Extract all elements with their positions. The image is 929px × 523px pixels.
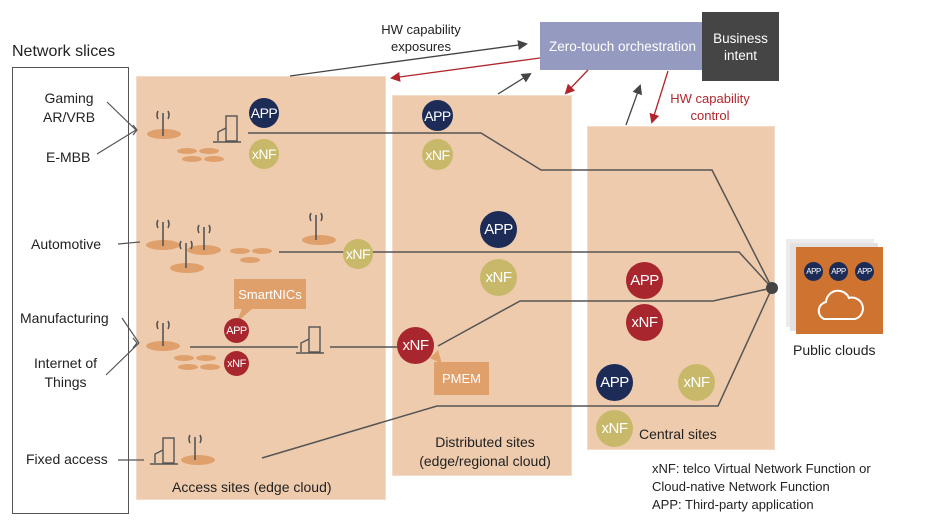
network-slices-title: Network slices (12, 43, 116, 60)
connector-iot (105, 342, 140, 376)
slice-manufacturing: Manufacturing (20, 310, 109, 326)
path-embb (248, 132, 773, 289)
xnf-badge: xNF (480, 259, 517, 296)
slice-fixed-access: Fixed access (26, 451, 108, 467)
cell-tower-icon (309, 212, 323, 240)
building-icon (150, 437, 178, 465)
xnf-badge: xNF (343, 239, 373, 269)
app-badge-accelerated: APP (626, 262, 663, 299)
app-badge-accelerated: APP (224, 318, 249, 343)
legend: xNF: telco Virtual Network Function or C… (652, 460, 871, 514)
aggregation-node (766, 282, 778, 294)
app-badge: APP (422, 100, 453, 131)
zero-touch-orchestration: Zero-touch orchestration (540, 22, 705, 70)
control-arrow-access (390, 57, 541, 82)
distributed-sites-label: Distributed sites (edge/regional cloud) (419, 434, 551, 469)
slice-automotive: Automotive (31, 236, 102, 252)
xnf-badge-accelerated: xNF (397, 327, 434, 364)
slice-gaming-arvrb: Gaming AR/VRB (43, 90, 96, 125)
connector-automotive (117, 241, 141, 245)
app-badge: APP (480, 211, 517, 248)
business-intent: Business intent (702, 12, 779, 81)
connector-manufacturing (121, 317, 140, 344)
central-sites-label: Central sites (639, 426, 717, 442)
app-badge: APP (855, 262, 874, 281)
app-badge: APP (804, 262, 823, 281)
control-arrow-central (649, 70, 669, 124)
building-icon (213, 115, 241, 143)
cell-tower-icon (179, 240, 193, 268)
network-slices-box (12, 67, 129, 514)
control-arrow-distributed (564, 69, 589, 95)
app-badge: APP (249, 98, 279, 128)
path-pmem (437, 287, 773, 347)
app-badge: APP (829, 262, 848, 281)
cell-tower-icon (156, 320, 170, 346)
path-automotive (279, 251, 773, 289)
pmem-tag: PMEM (434, 362, 489, 395)
path-fixed (261, 287, 773, 459)
exposure-arrow-access (289, 40, 528, 77)
public-cloud-card: APP APP APP (796, 247, 883, 334)
xnf-badge: xNF (249, 139, 279, 169)
xnf-badge: xNF (596, 410, 633, 447)
connector-embb (96, 129, 137, 155)
exposure-arrow-distributed (497, 72, 532, 95)
legend-app: APP: Third-party application (652, 497, 814, 512)
slice-iot: Internet of Things (34, 355, 98, 390)
cell-tower-icon (197, 224, 211, 250)
cell-tower-icon (156, 110, 170, 136)
building-icon (296, 326, 324, 354)
smartnics-tag: SmartNICs (234, 279, 306, 309)
access-sites-label: Access sites (edge cloud) (172, 479, 332, 495)
xnf-badge: xNF (422, 139, 453, 170)
connector-gaming (106, 101, 137, 131)
legend-xnf-line1: xNF: telco Virtual Network Function or (652, 461, 871, 476)
xnf-badge-accelerated: xNF (626, 304, 663, 341)
hw-capability-exposures-label: HW capability exposures (381, 22, 461, 54)
cloud-icon (817, 289, 864, 320)
slice-embb: E-MBB (46, 149, 91, 165)
xnf-badge: xNF (678, 364, 715, 401)
public-clouds-label: Public clouds (793, 342, 876, 358)
cell-tower-icon (156, 219, 170, 246)
exposure-arrow-central (625, 84, 643, 126)
cell-tower-icon (188, 434, 202, 460)
cell-tower-icons (156, 110, 323, 460)
app-badge: APP (596, 364, 633, 401)
xnf-badge-accelerated: xNF (224, 351, 249, 376)
hw-capability-control-label: HW capability control (670, 91, 750, 123)
legend-xnf-line2: Cloud-native Network Function (652, 479, 830, 494)
